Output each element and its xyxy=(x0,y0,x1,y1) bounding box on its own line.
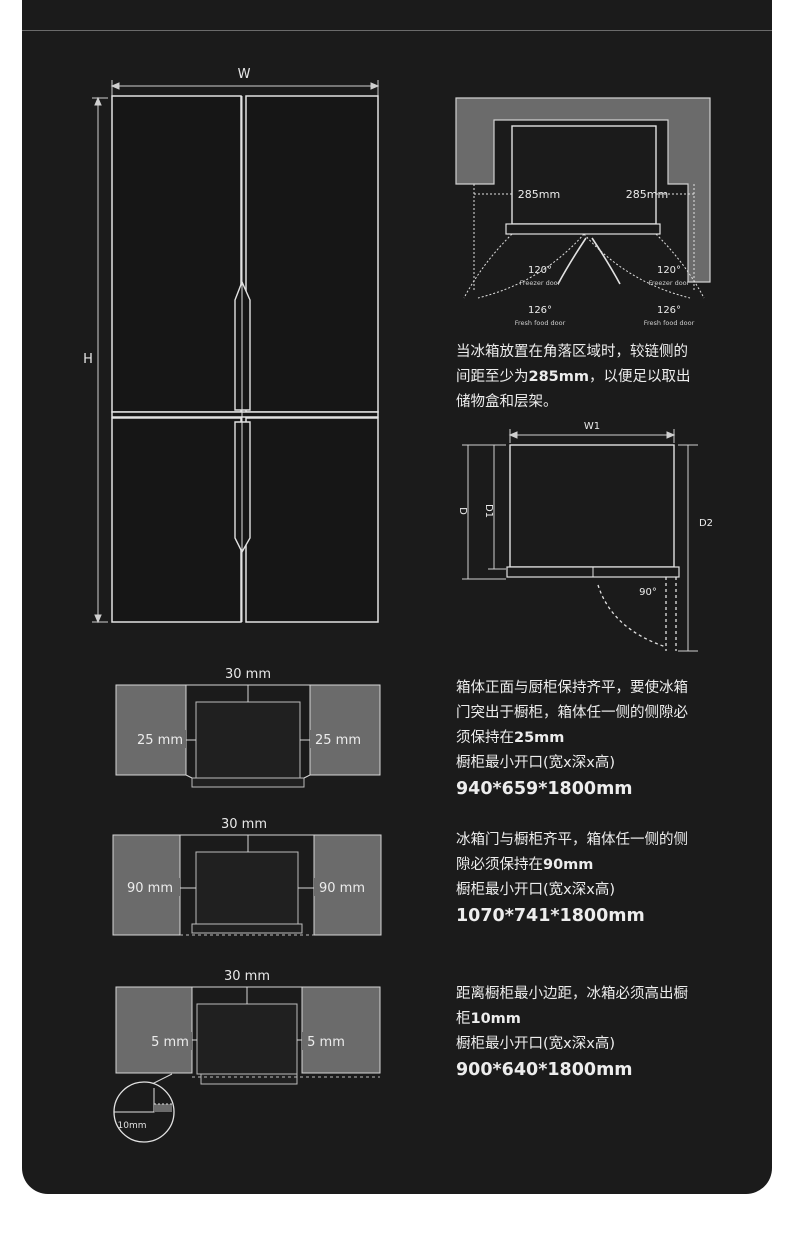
install-1-line-3: 须保持在25mm xyxy=(456,730,565,746)
install-2-text: 冰箱门与橱柜齐平，箱体任一侧的侧 隙必须保持在90mm 橱柜最小开口(宽x深x高… xyxy=(456,828,756,929)
d1-label: D1 xyxy=(483,504,494,518)
top-gap-3: 30 mm xyxy=(224,969,270,984)
d-label: D xyxy=(457,507,468,515)
angle-126-left: 126° xyxy=(528,305,552,316)
install-1-text: 箱体正面与厨柜保持齐平，要使冰箱 门突出于橱柜，箱体任一侧的侧隙必 须保持在25… xyxy=(456,676,756,802)
depth-diagram: W1 D D1 D2 90° xyxy=(457,421,713,652)
fridge-outline xyxy=(111,95,379,623)
install-1-line-4: 橱柜最小开口(宽x深x高) xyxy=(456,755,615,771)
side-right-1: 25 mm xyxy=(315,733,361,748)
install-2-line-3: 橱柜最小开口(宽x深x高) xyxy=(456,882,615,898)
install-1-line-1: 箱体正面与厨柜保持齐平，要使冰箱 xyxy=(456,680,688,696)
install-2-line-1: 冰箱门与橱柜齐平，箱体任一侧的侧 xyxy=(456,832,688,848)
angle-120-left: 120° xyxy=(528,265,552,276)
gap-left-label: 285mm xyxy=(518,188,560,201)
corner-description: 当冰箱放置在角落区域时，较链侧的 间距至少为285mm，以便足以取出 储物盒和层… xyxy=(456,340,756,415)
install-3-text: 距离橱柜最小边距，冰箱必须高出橱 柜10mm 橱柜最小开口(宽x深x高) 900… xyxy=(456,982,756,1083)
install-2-line-2: 隙必须保持在90mm xyxy=(456,857,594,873)
install-3-line-3: 橱柜最小开口(宽x深x高) xyxy=(456,1036,615,1052)
install-diagram-3: 10mm 30 mm 5 mm 5 mm xyxy=(113,969,381,1143)
product-spec-panel: W H xyxy=(22,0,772,1194)
freezer-door-left: Freezer door xyxy=(520,279,561,287)
side-left-3: 5 mm xyxy=(151,1035,189,1050)
gap-right-label: 285mm xyxy=(626,188,668,201)
install-1-line-2: 门突出于橱柜，箱体任一侧的侧隙必 xyxy=(456,705,688,721)
angle-126-right: 126° xyxy=(657,305,681,316)
height-label: H xyxy=(83,352,93,367)
install-3-dims: 900*640*1800mm xyxy=(456,1060,633,1080)
d2-label: D2 xyxy=(699,518,713,529)
top-divider xyxy=(22,30,772,31)
w1-label: W1 xyxy=(584,421,600,432)
install-3-line-2: 柜10mm xyxy=(456,1011,521,1027)
side-right-3: 5 mm xyxy=(307,1035,345,1050)
install-3-line-1: 距离橱柜最小边距，冰箱必须高出橱 xyxy=(456,986,688,1002)
freezer-door-right: Freezer door xyxy=(649,279,690,287)
install-diagram-1: 30 mm 25 mm 25 mm xyxy=(115,667,381,788)
install-2-dims: 1070*741*1800mm xyxy=(456,906,645,926)
corner-line-2: 间距至少为285mm，以便足以取出 xyxy=(456,369,691,385)
corner-line-1: 当冰箱放置在角落区域时，较链侧的 xyxy=(456,344,688,360)
corner-placement-diagram: 285mm 285mm 120° 120° Freezer door Freez… xyxy=(455,97,711,327)
corner-line-3: 储物盒和层架。 xyxy=(456,394,558,410)
install-diagram-2: 30 mm 90 mm 90 mm xyxy=(112,817,382,936)
fresh-door-right: Fresh food door xyxy=(644,319,695,327)
fridge-front-view: W H xyxy=(83,67,380,624)
side-right-2: 90 mm xyxy=(319,881,365,896)
width-label: W xyxy=(238,67,251,82)
top-gap-1: 30 mm xyxy=(225,667,271,682)
angle-120-right: 120° xyxy=(657,265,681,276)
install-1-dims: 940*659*1800mm xyxy=(456,779,633,799)
angle-90-label: 90° xyxy=(639,587,657,598)
side-left-2: 90 mm xyxy=(127,881,173,896)
side-left-1: 25 mm xyxy=(137,733,183,748)
top-gap-2: 30 mm xyxy=(221,817,267,832)
fresh-door-left: Fresh food door xyxy=(515,319,566,327)
inset-label-3: 10mm xyxy=(118,1121,147,1131)
